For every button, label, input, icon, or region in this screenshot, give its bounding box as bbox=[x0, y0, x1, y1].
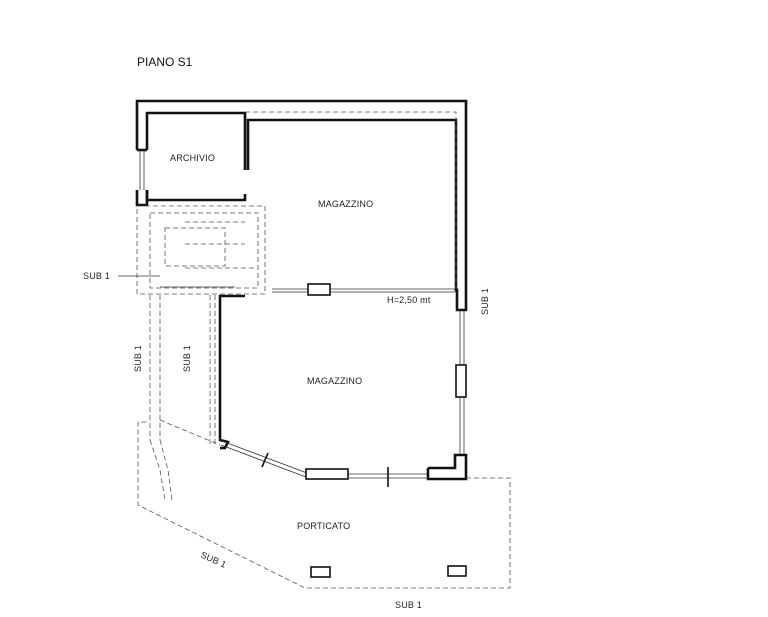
sub-label-right: SUB 1 bbox=[480, 288, 490, 315]
walls bbox=[135, 99, 468, 487]
window-frame bbox=[455, 364, 467, 398]
plan-title: PIANO S1 bbox=[137, 55, 193, 69]
column bbox=[447, 565, 467, 577]
boundaries bbox=[136, 111, 511, 589]
room-label-archivio: ARCHIVIO bbox=[170, 153, 215, 163]
sub-label-bottom: SUB 1 bbox=[395, 600, 422, 610]
sub-label-corridor-b: SUB 1 bbox=[182, 345, 192, 372]
height-note: H=2,50 mt bbox=[387, 295, 431, 305]
column bbox=[310, 566, 331, 578]
sub-label-diagonal: SUB 1 bbox=[199, 550, 228, 570]
sub-label-corridor-a: SUB 1 bbox=[133, 345, 143, 372]
door-frame bbox=[307, 283, 331, 296]
wall-segment bbox=[305, 468, 349, 480]
sub-label-left: SUB 1 bbox=[83, 271, 110, 281]
room-label-porticato: PORTICATO bbox=[297, 521, 350, 531]
room-label-magazzino-lower: MAGAZZINO bbox=[307, 376, 362, 386]
room-label-magazzino-upper: MAGAZZINO bbox=[318, 199, 373, 209]
